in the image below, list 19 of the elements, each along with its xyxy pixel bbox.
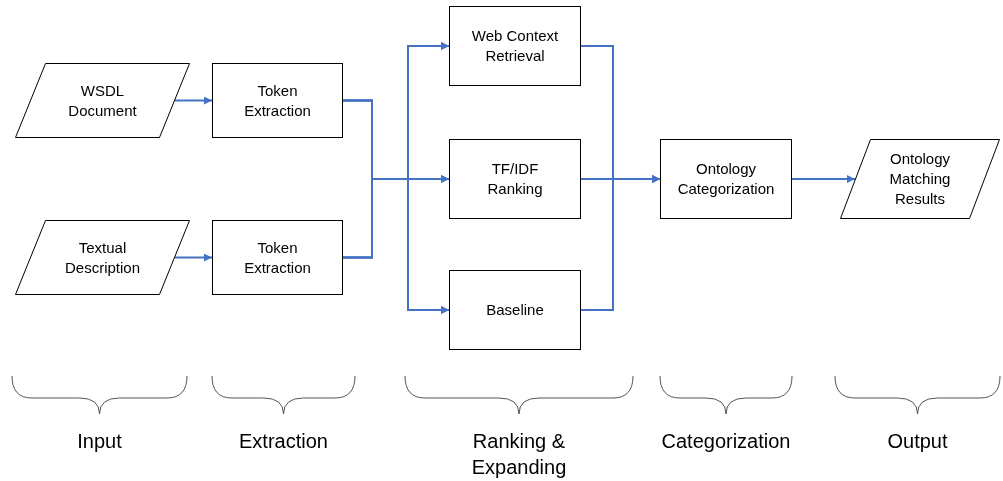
stage-label: Extraction [238, 429, 329, 454]
stage-label: Input [76, 429, 123, 454]
process-box: TF/IDF Ranking [449, 139, 581, 219]
stage-label: Categorization [660, 429, 792, 454]
data-parallelogram: Ontology Matching Results [840, 139, 1000, 219]
process-box: Token Extraction [212, 220, 343, 295]
data-parallelogram: WSDL Document [15, 63, 190, 138]
arrow [174, 96, 213, 105]
arrow [791, 175, 856, 183]
stage-label: Ranking & Expanding [470, 429, 568, 480]
arrow [580, 175, 661, 311]
arrow [174, 253, 213, 262]
process-box: Baseline [449, 270, 581, 350]
process-box: Web Context Retrieval [449, 6, 581, 86]
stage-label: Output [886, 429, 949, 454]
data-parallelogram: Textual Description [15, 220, 190, 295]
process-box: Token Extraction [212, 63, 343, 138]
arrow [342, 178, 450, 314]
process-box: Ontology Categorization [660, 139, 792, 219]
